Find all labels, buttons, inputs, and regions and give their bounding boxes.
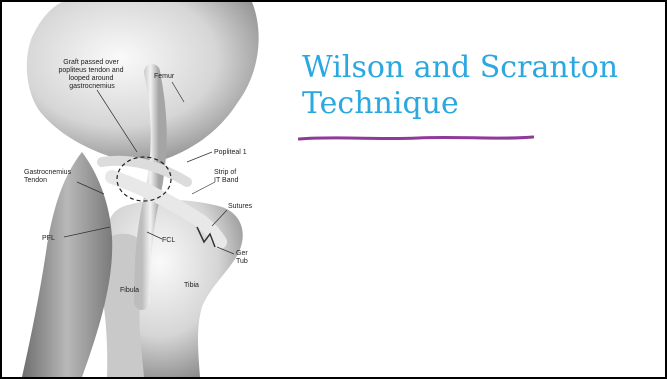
label-femur: Femur: [154, 73, 175, 80]
knee-anatomy-illustration: Graft passed over popliteus tendon and l…: [2, 2, 272, 377]
label-fibula: Fibula: [120, 287, 139, 294]
label-popliteal: Popliteal 1: [214, 149, 247, 156]
label-tibia: Tibia: [184, 282, 199, 289]
slide-title-line1: Wilson and Scranton: [302, 50, 618, 85]
slide-title: Wilson and Scranton Technique: [302, 50, 642, 122]
title-underline: [298, 133, 534, 143]
label-sutures: Sutures: [228, 203, 253, 210]
label-fcl: FCL: [162, 237, 175, 244]
slide-title-line2: Technique: [302, 86, 459, 121]
knee-illustration-svg: Graft passed over popliteus tendon and l…: [2, 2, 272, 377]
femur-shape: [27, 2, 259, 163]
label-strip-it-band: Strip of IT Band: [214, 169, 238, 184]
label-ger-tub: Ger Tub: [236, 250, 250, 265]
label-pfl: PFL: [42, 235, 55, 242]
gastrocnemius-shape: [22, 152, 112, 377]
